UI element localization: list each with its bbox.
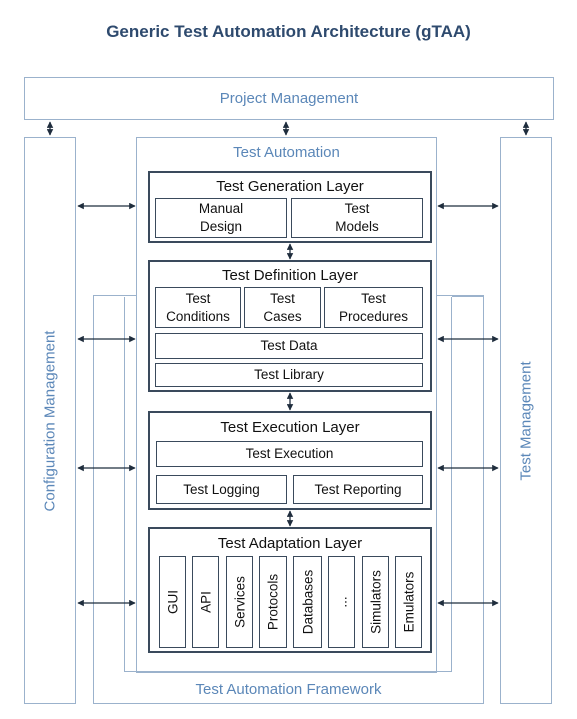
- test-models-line2: Models: [335, 219, 379, 234]
- test-management-box: Test Management: [500, 137, 552, 704]
- test-conditions-line2: Conditions: [166, 308, 230, 324]
- adapter-protocols: Protocols: [259, 556, 287, 648]
- test-models-line1: Test: [344, 201, 370, 216]
- test-procedures-box: Test Procedures: [324, 287, 423, 328]
- configuration-management-box: Configuration Management: [24, 137, 76, 704]
- test-definition-layer-title: Test Definition Layer: [222, 267, 358, 284]
- test-conditions-line1: Test: [185, 290, 211, 306]
- manual-design-line1: Manual: [198, 201, 244, 216]
- adapter-emulators: Emulators: [395, 556, 422, 648]
- project-management-label: Project Management: [219, 90, 359, 107]
- test-logging-box: Test Logging: [156, 475, 287, 504]
- test-definition-layer: Test Definition Layer Test Conditions Te…: [148, 260, 432, 392]
- adapter-simulators: Simulators: [362, 556, 389, 648]
- manual-design-box: Manual Design: [155, 198, 287, 238]
- test-adaptation-layer: Test Adaptation Layer GUI API Services P…: [148, 527, 432, 653]
- adapter-ellipsis: ...: [328, 556, 355, 648]
- test-data-box: Test Data: [155, 333, 423, 359]
- adapter-databases: Databases: [293, 556, 322, 648]
- test-automation-framework-label: Test Automation Framework: [195, 681, 382, 698]
- test-execution-box: Test Execution: [156, 441, 423, 467]
- test-procedures-line2: Procedures: [338, 308, 409, 324]
- test-adaptation-layer-title: Test Adaptation Layer: [217, 535, 363, 552]
- project-management-box: Project Management: [24, 77, 554, 120]
- test-reporting-box: Test Reporting: [293, 475, 423, 504]
- test-models-box: Test Models: [291, 198, 423, 238]
- test-conditions-box: Test Conditions: [155, 287, 241, 328]
- test-execution-layer-title: Test Execution Layer: [220, 419, 360, 436]
- test-execution-layer: Test Execution Layer Test Execution Test…: [148, 411, 432, 510]
- adapter-api: API: [192, 556, 219, 648]
- framework-right-cap: [452, 295, 484, 297]
- diagram-title: Generic Test Automation Architecture (gT…: [106, 22, 471, 41]
- framework-inner-band: [124, 297, 452, 672]
- test-cases-line2: Cases: [263, 308, 302, 324]
- test-generation-layer: Test Generation Layer Manual Design Test…: [148, 171, 432, 243]
- test-automation-label: Test Automation: [233, 144, 340, 161]
- test-cases-line1: Test: [270, 290, 295, 306]
- adapter-services: Services: [226, 556, 253, 648]
- test-generation-layer-title: Test Generation Layer: [216, 178, 364, 195]
- framework-left-gap: [95, 297, 124, 313]
- test-cases-box: Test Cases: [244, 287, 321, 328]
- manual-design-line2: Design: [199, 219, 243, 234]
- test-procedures-line1: Test: [361, 290, 386, 306]
- adapter-gui: GUI: [159, 556, 186, 648]
- test-library-box: Test Library: [155, 363, 423, 387]
